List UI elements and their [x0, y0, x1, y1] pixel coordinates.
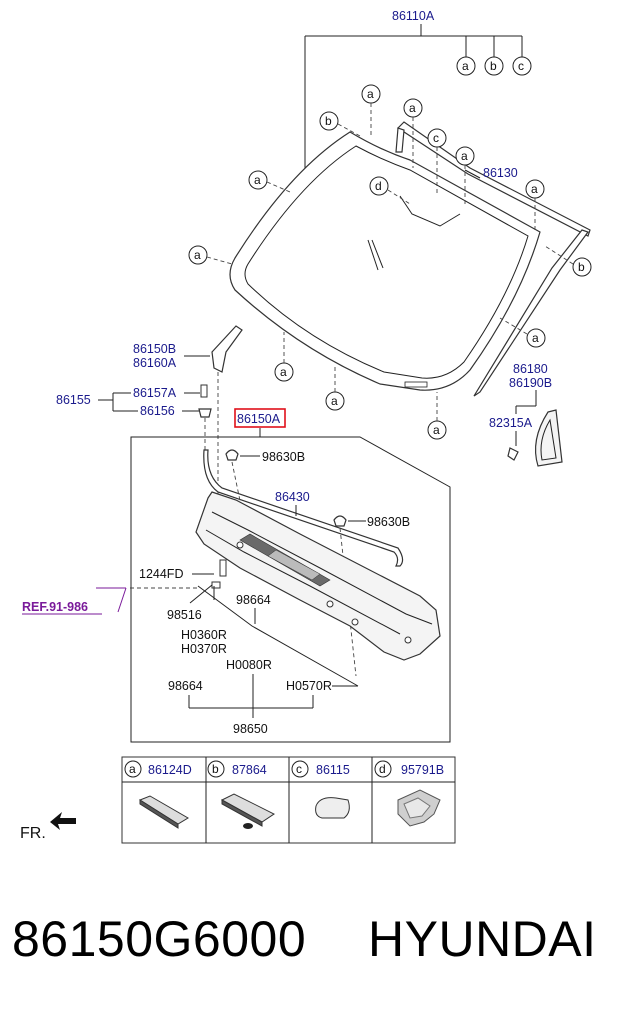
label-98630B-1: 98630B — [262, 450, 305, 464]
svg-text:a: a — [280, 365, 287, 379]
label-82315A: 82315A — [489, 416, 533, 430]
label-86160A: 86160A — [133, 356, 177, 370]
cowl-panel — [195, 491, 441, 661]
callout-b-top: b — [484, 56, 504, 76]
cowl-bracket-group: 86150B 86160A 86157A 86156 86155 — [56, 325, 243, 500]
grommet-left: 98630B — [225, 449, 305, 521]
side-garnish-group: 86180 86190B 82315A — [489, 362, 563, 467]
label-86150B: 86150B — [133, 342, 176, 356]
label-86150A: 86150A — [237, 412, 281, 426]
label-86157A: 86157A — [133, 386, 177, 400]
svg-text:c: c — [296, 762, 302, 776]
legend-cell-d: d 95791B — [374, 760, 444, 827]
svg-text:c: c — [433, 131, 439, 145]
svg-text:86115: 86115 — [316, 763, 350, 777]
part-number-text: 86150G6000 — [12, 911, 307, 967]
label-86130: 86130 — [483, 166, 518, 180]
svg-text:a: a — [129, 762, 136, 776]
label-ref: REF.91-986 — [22, 600, 88, 614]
washer-hose-assembly: 98516 98664 H0360R H0370R H0080R 98664 H… — [167, 581, 359, 736]
legend-cell-b: b 87864 — [207, 760, 275, 829]
footer: 86150G6000 HYUNDAI — [0, 900, 620, 980]
svg-text:a: a — [532, 331, 539, 345]
svg-text:87864: 87864 — [232, 763, 267, 777]
legend-cell-c: c 86115 — [291, 760, 350, 819]
svg-text:a: a — [331, 394, 338, 408]
label-86190B: 86190B — [509, 376, 552, 390]
svg-text:a: a — [194, 248, 201, 262]
label-98650: 98650 — [233, 722, 268, 736]
top-moulding: 86130 — [395, 121, 591, 397]
label-H0080R: H0080R — [226, 658, 272, 672]
label-H0360R: H0360R — [181, 628, 227, 642]
cowl-panel-label: 86150A — [234, 408, 286, 437]
legend-cell-a: a 86124D — [124, 760, 192, 829]
svg-text:a: a — [367, 87, 374, 101]
glass-callouts: a b a c a d a a a b a a a a — [188, 84, 592, 440]
label-98664-1: 98664 — [236, 593, 271, 607]
label-86180: 86180 — [513, 362, 548, 376]
callout-a-top: a — [456, 56, 476, 76]
label-98516: 98516 — [167, 608, 202, 622]
label-H0570R: H0570R — [286, 679, 332, 693]
windshield-glass — [229, 131, 541, 391]
svg-text:a: a — [254, 173, 261, 187]
label-86155: 86155 — [56, 393, 91, 407]
brand-text: HYUNDAI — [368, 911, 597, 967]
svg-text:b: b — [490, 59, 497, 73]
front-label: FR. — [20, 825, 46, 842]
label-H0370R: H0370R — [181, 642, 227, 656]
legend-table: a 86124D b 87864 c 86115 d 95791B — [121, 756, 456, 844]
svg-text:a: a — [433, 423, 440, 437]
parts-diagram: 86110A a b c 86130 a b — [20, 9, 592, 844]
bolt-1244FD: 1244FD — [139, 559, 227, 581]
cowl-assembly-box — [130, 436, 451, 743]
label-98630B-2: 98630B — [367, 515, 410, 529]
front-arrow-icon — [50, 812, 76, 830]
label-86156: 86156 — [140, 404, 175, 418]
svg-text:a: a — [531, 182, 538, 196]
svg-text:a: a — [462, 59, 469, 73]
svg-text:a: a — [461, 149, 468, 163]
svg-text:d: d — [379, 762, 386, 776]
svg-text:d: d — [375, 179, 382, 193]
label-1244FD: 1244FD — [139, 567, 183, 581]
ref-label: REF.91-986 — [22, 587, 200, 615]
weatherstrip-rail: 86430 — [203, 449, 404, 567]
label-86110A: 86110A — [392, 9, 435, 23]
svg-text:c: c — [518, 59, 524, 73]
svg-text:b: b — [578, 260, 585, 274]
svg-text:b: b — [325, 114, 332, 128]
label-98664-2: 98664 — [168, 679, 203, 693]
callout-c-top: c — [512, 56, 532, 76]
label-86430: 86430 — [275, 490, 310, 504]
front-marker: FR. — [20, 812, 76, 842]
svg-text:a: a — [409, 101, 416, 115]
svg-text:86124D: 86124D — [148, 763, 192, 777]
svg-text:b: b — [212, 762, 219, 776]
svg-text:95791B: 95791B — [401, 763, 444, 777]
grommet-right: 98630B — [333, 515, 410, 677]
